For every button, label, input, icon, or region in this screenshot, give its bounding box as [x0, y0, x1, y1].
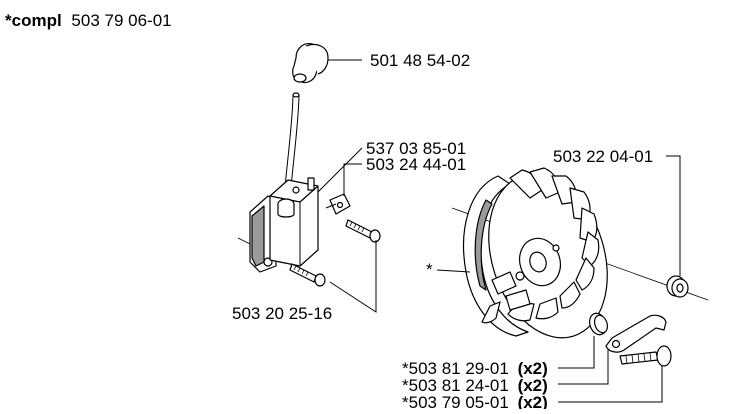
nut-leader	[666, 155, 681, 276]
spring-part	[558, 345, 672, 403]
module-screw-upper	[345, 219, 381, 243]
spring-number: *503 79 05-01	[402, 393, 509, 409]
callout-flywheel-nut: 503 22 04-01	[553, 147, 653, 166]
callout-flywheel-asterisk: *	[426, 260, 433, 279]
pawl-part	[558, 314, 667, 385]
pawl-leader	[558, 350, 609, 385]
ignition-module-part	[249, 147, 363, 273]
flywheel-bore	[529, 251, 547, 273]
header-prefix: *compl	[5, 11, 62, 30]
callout-spring: *503 79 05-01 (x2)	[402, 393, 548, 409]
callout-washer: *503 81 29-01 (x2)	[402, 359, 548, 378]
spark-plug-cap-part	[292, 43, 362, 84]
callout-short-circuit-cable: 503 24 44-01	[366, 155, 466, 174]
flywheel-group	[436, 167, 709, 339]
callout-ignition-module: 537 03 85-01	[366, 139, 466, 158]
flywheel-fins	[481, 167, 600, 324]
callout-pawl: *503 81 24-01 (x2)	[402, 376, 548, 395]
pawl-qty: (x2)	[518, 376, 548, 395]
flywheel-nut-part	[666, 155, 689, 298]
flywheel-leader	[436, 269, 471, 273]
short-circuit-terminal-part	[325, 163, 362, 215]
washer-leader	[558, 336, 595, 369]
washer-part	[558, 312, 609, 369]
washer-qty: (x2)	[518, 359, 548, 378]
spring-leader	[558, 366, 663, 403]
pawl-number: *503 81 24-01	[402, 376, 509, 395]
washer-number: *503 81 29-01	[402, 359, 509, 378]
assembly-header: *compl 503 79 06-01	[5, 11, 172, 30]
callout-screws: 503 20 25-16	[232, 304, 332, 323]
ignition-module-group	[237, 43, 381, 313]
module-screw-lower	[289, 263, 326, 287]
header-number: 503 79 06-01	[71, 11, 171, 30]
screws-leader	[329, 240, 377, 313]
callout-spark-plug-cap: 501 48 54-02	[370, 51, 470, 70]
spring-qty: (x2)	[518, 393, 548, 409]
